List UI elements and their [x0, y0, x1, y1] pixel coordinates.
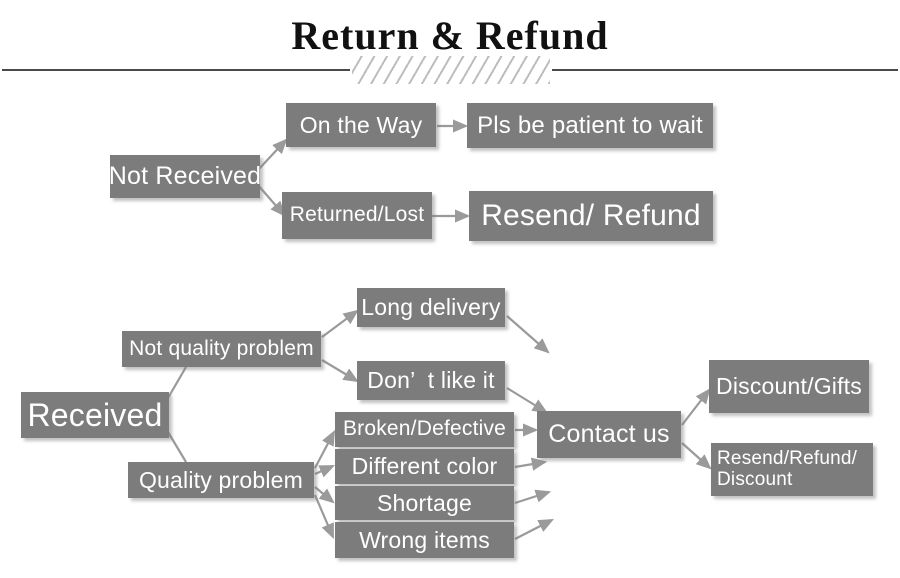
node-resend-refund[interactable]: Resend/ Refund	[469, 191, 713, 241]
line-received-quality	[167, 431, 187, 463]
arrow-contactus-discountgifts	[681, 388, 711, 426]
arrow-notquality-longdelivery	[321, 309, 359, 338]
divider-line-left	[2, 69, 350, 71]
node-broken-defective[interactable]: Broken/Defective	[335, 412, 514, 447]
node-discount-gifts[interactable]: Discount/Gifts	[709, 360, 869, 413]
node-quality-problem[interactable]: Quality problem	[128, 462, 314, 498]
arrow-differentcolor-contactus	[514, 457, 548, 471]
node-returned-lost[interactable]: Returned/Lost	[282, 192, 432, 239]
node-contact-us[interactable]: Contact us	[537, 411, 681, 458]
node-not-received[interactable]: Not Received	[109, 155, 261, 198]
page-title: Return & Refund	[291, 13, 609, 58]
node-dont-like-it[interactable]: Don’ t like it	[357, 361, 505, 400]
arrow-quality-wrongitems	[313, 494, 335, 540]
node-wrong-items[interactable]: Wrong items	[335, 522, 514, 558]
arrow-dontlike-contactus	[506, 387, 548, 414]
hatched-divider-icon	[352, 56, 550, 84]
node-not-quality-problem[interactable]: Not quality problem	[122, 331, 321, 367]
node-different-color[interactable]: Different color	[335, 449, 514, 484]
node-on-the-way[interactable]: On the Way	[286, 103, 436, 147]
arrow-longdelivery-contactus	[506, 315, 550, 354]
arrow-notreceived-returnedlost	[257, 184, 286, 217]
divider-line-right	[552, 69, 898, 71]
arrow-quality-shortage	[314, 486, 335, 504]
arrow-quality-broken	[314, 430, 336, 469]
node-shortage[interactable]: Shortage	[335, 486, 514, 520]
node-long-delivery[interactable]: Long delivery	[357, 288, 505, 327]
node-resend-refund-discount[interactable]: Resend/Refund/ Discount	[711, 443, 873, 496]
arrow-shortage-contactus	[514, 489, 552, 505]
node-received[interactable]: Received	[21, 392, 169, 438]
arrow-quality-differentcolor	[314, 464, 336, 478]
arrow-wrongitems-contactus	[514, 518, 554, 540]
arrow-notquality-dontlike	[321, 359, 359, 383]
line-received-notquality	[167, 366, 187, 399]
arrow-notreceived-ontheway	[257, 138, 288, 171]
node-pls-be-patient-to-wait[interactable]: Pls be patient to wait	[467, 103, 713, 148]
arrow-contactus-resendrefunddiscount	[681, 442, 712, 470]
